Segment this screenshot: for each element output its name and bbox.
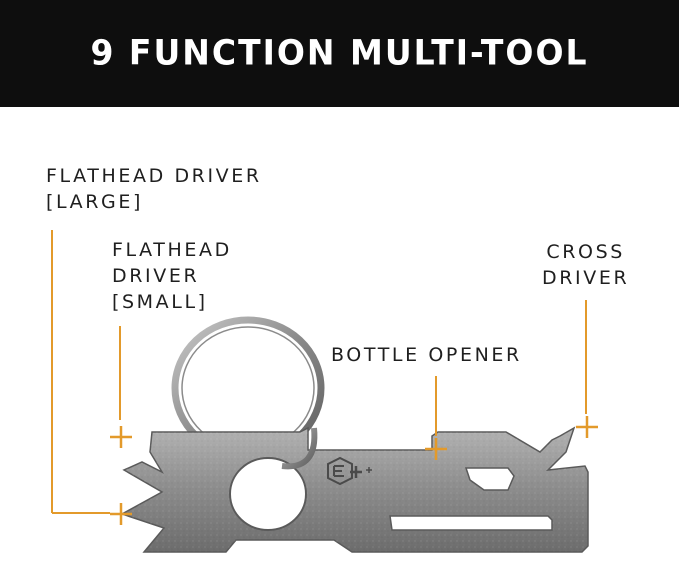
callout-cross-driver: CROSS DRIVER (542, 239, 629, 291)
plus-marker (110, 416, 598, 525)
callout-bottle-opener-line1: BOTTLE OPENER (331, 344, 522, 366)
page-title: 9 FUNCTION MULTI-TOOL (90, 32, 589, 73)
brand-logo-engraving (327, 456, 372, 486)
callout-flathead-large: FLATHEAD DRIVER [LARGE] (46, 163, 262, 215)
callout-flathead-large-line1: FLATHEAD DRIVER (46, 165, 262, 187)
callout-cross-driver-line1: CROSS (546, 241, 625, 263)
callout-flathead-small-line1: FLATHEAD (112, 239, 232, 261)
header-banner: 9 FUNCTION MULTI-TOOL (0, 0, 679, 107)
callout-cross-driver-line2: DRIVER (542, 267, 630, 289)
callout-flathead-large-line2: [LARGE] (46, 191, 143, 213)
callout-flathead-small-line3: [SMALL] (112, 291, 208, 313)
multi-tool (120, 426, 589, 553)
callout-flathead-small: FLATHEAD DRIVER [SMALL] (112, 237, 232, 315)
callout-lines (51, 230, 587, 514)
callout-bottle-opener: BOTTLE OPENER (331, 342, 522, 368)
callout-flathead-small-line2: DRIVER (112, 265, 200, 287)
